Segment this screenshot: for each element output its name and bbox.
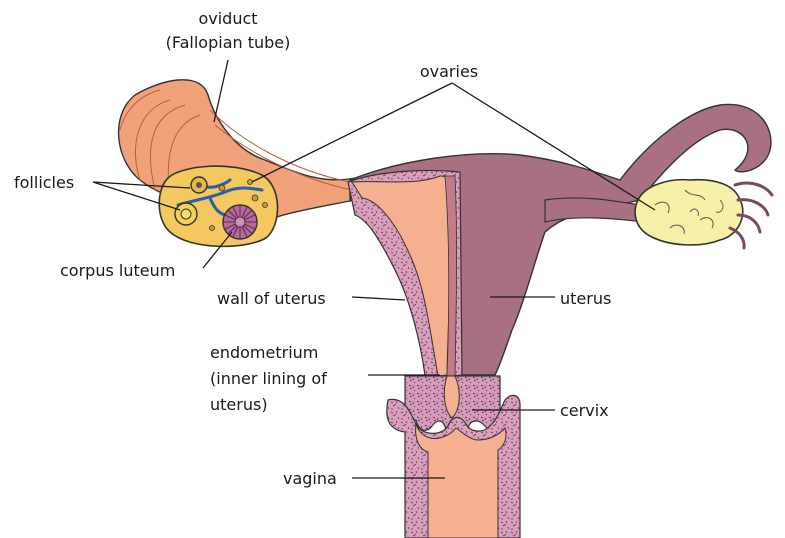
label-ovaries: ovaries [420,62,478,81]
label-follicles: follicles [14,173,74,192]
label-endometrium-3: uterus) [210,395,268,414]
label-endometrium-2: (inner lining of [210,369,327,388]
label-oviduct-1: oviduct [198,9,257,28]
label-oviduct-2: (Fallopian tube) [166,33,291,52]
label-cervix: cervix [560,401,609,420]
right-ovary [635,180,772,248]
label-wall-of-uterus: wall of uterus [217,289,326,308]
label-vagina: vagina [283,469,337,488]
label-uterus: uterus [560,289,611,308]
label-endometrium-1: endometrium [210,343,318,362]
oviduct-leader [214,60,228,122]
wall-leader [352,297,405,300]
label-corpus-luteum: corpus luteum [60,261,175,280]
